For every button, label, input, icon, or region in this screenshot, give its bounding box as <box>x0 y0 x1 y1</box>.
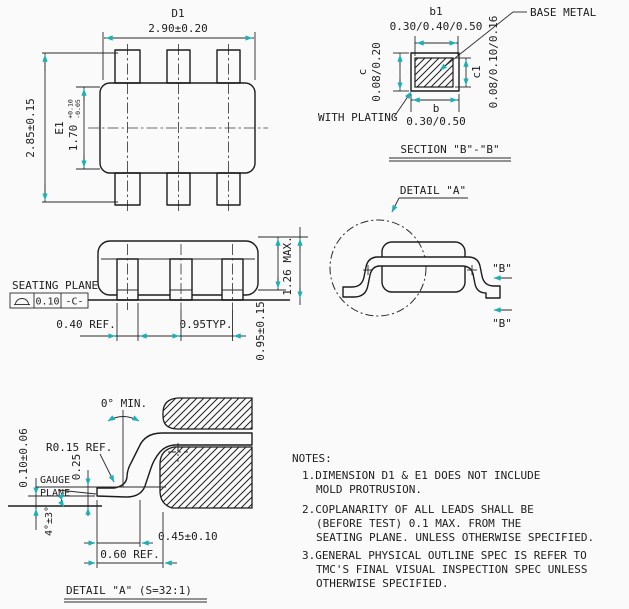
note-1-line-1: 1.DIMENSION D1 & E1 DOES NOT INCLUDE <box>302 469 540 482</box>
dim-c-label: c <box>356 69 369 76</box>
datum-reference: -C- <box>65 297 83 308</box>
lead-band <box>342 256 501 299</box>
seating-plane-label: SEATING PLANE <box>12 279 98 292</box>
dim-d1-value: 2.90±0.20 <box>148 22 208 35</box>
gauge-plane-label: GAUGE <box>40 475 70 486</box>
note-3-line-1: 3.GENERAL PHYSICAL OUTLINE SPEC IS REFER… <box>302 549 587 562</box>
with-plating-label: WITH PLATING <box>318 111 397 124</box>
dim-e1-value: 1.70 <box>67 125 80 152</box>
dim-b1-value: 0.30/0.40/0.50 <box>390 20 483 33</box>
note-1-line-2: MOLD PROTRUSION. <box>316 483 422 496</box>
dim-lead-pitch: 0.95TYP. <box>180 318 233 331</box>
section-bb-title: SECTION "B"-"B" <box>400 143 499 156</box>
seating-plane-symbol-icon <box>14 298 30 305</box>
dim-e1-label: E1 <box>53 121 66 134</box>
dim-body-thickness: 0.95±0.15 <box>254 301 267 361</box>
base-metal-hatch <box>414 57 454 88</box>
side-leads <box>116 258 244 301</box>
detail-a-circle <box>329 219 427 317</box>
lead <box>216 49 241 84</box>
dim-foot-length: 0.45±0.10 <box>158 530 218 543</box>
dim-foot-angle: 4°±3° <box>44 506 55 536</box>
detail-a-zoom: 0° MIN. R0.15 REF. GAUGE PLANE 0.25 0.10… <box>8 397 253 603</box>
dim-e1-tol-plus: +0.10 <box>67 99 75 119</box>
note-3-line-2: TMC'S FINAL VISUAL INSPECTION SPEC UNLES… <box>316 563 588 576</box>
dim-lead-angle: 0° MIN. <box>101 397 147 410</box>
side-view: SEATING PLANE 0.10 -C- 0.40 REF. 0.95TYP… <box>9 227 308 361</box>
plan-view: D1 2.90±0.20 2.85±0.15 E1 1.70 +0.10 -0.… <box>24 7 268 211</box>
dim-d1-label: D1 <box>171 7 184 20</box>
notes-block: NOTES: 1.DIMENSION D1 & E1 DOES NOT INCL… <box>292 452 594 590</box>
detail-a-zoom-title: DETAIL "A" (S=32:1) <box>66 584 192 597</box>
section-bb-view: b1 0.30/0.40/0.50 BASE METAL c 0.08/0.20… <box>318 5 597 162</box>
dim-standoff: 0.10±0.06 <box>17 428 30 488</box>
dim-c-value: 0.08/0.20 <box>370 42 383 102</box>
dim-b-label: b <box>433 102 440 115</box>
dim-bend-radius: R0.15 REF. <box>46 441 112 454</box>
dim-c1-value: 0.08/0.10/0.16 <box>487 16 500 109</box>
dim-lead-width: 0.40 REF. <box>56 318 116 331</box>
dim-overall-height: 2.85±0.15 <box>24 98 37 158</box>
dim-e1-tol-minus: -0.05 <box>74 99 82 119</box>
plating-outline <box>410 52 460 92</box>
detail-a-label: DETAIL "A" <box>400 184 466 197</box>
datum-tolerance: 0.10 <box>35 297 59 308</box>
dim-total-height: 1.26 MAX. <box>281 236 294 296</box>
lead <box>166 49 191 84</box>
dim-c1-label: c1 <box>470 65 483 78</box>
lead <box>216 172 241 206</box>
dim-gauge-offset: 0.25 <box>70 454 83 481</box>
note-2-line-2: (BEFORE TEST) 0.1 MAX. FROM THE <box>316 517 521 530</box>
base-metal-label: BASE METAL <box>530 6 597 19</box>
note-2-line-3: SEATING PLANE. UNLESS OTHERWISE SPECIFIE… <box>316 531 594 544</box>
gauge-plane-label2: PLANE <box>40 488 70 499</box>
lead <box>114 49 141 84</box>
lead <box>166 172 191 206</box>
detail-a-overview: "B" "B" DETAIL "A" <box>329 184 512 330</box>
datum-control-frame: 0.10 -C- <box>9 292 89 309</box>
lead-cross-section <box>96 432 253 498</box>
section-mark-b-bottom: "B" <box>492 317 512 330</box>
mold-upper-hatch <box>162 397 253 430</box>
note-3-line-3: OTHERWISE SPECIFIED. <box>316 577 448 590</box>
note-2-line-1: 2.COPLANARITY OF ALL LEADS SHALL BE <box>302 503 534 516</box>
lead <box>114 172 141 206</box>
section-mark-b-top: "B" <box>492 262 512 275</box>
bend-center-marks <box>363 265 477 275</box>
mold-lower-hatch <box>159 446 253 509</box>
dim-b1-label: b1 <box>429 5 442 18</box>
notes-heading: NOTES: <box>292 452 332 465</box>
dim-b-value: 0.30/0.50 <box>406 115 466 128</box>
dim-lead-length: 0.60 REF. <box>100 548 160 561</box>
package-body-detail <box>381 241 466 293</box>
